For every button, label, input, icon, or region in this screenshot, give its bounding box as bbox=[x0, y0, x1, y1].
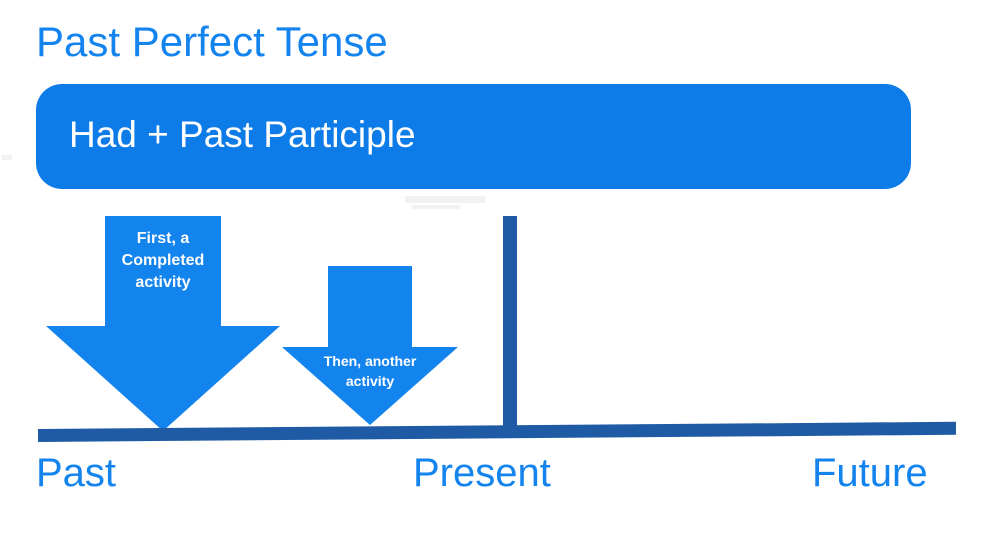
scan-artefact bbox=[412, 205, 460, 209]
timeline-label-present: Present bbox=[413, 451, 551, 495]
page-title: Past Perfect Tense bbox=[36, 18, 388, 65]
arrow-then-another-activity bbox=[282, 266, 458, 425]
present-marker-tick bbox=[503, 216, 517, 432]
formula-text: Had + Past Participle bbox=[69, 114, 416, 155]
scan-artefact bbox=[2, 155, 12, 160]
timeline-label-past: Past bbox=[36, 451, 117, 495]
formula-banner: Had + Past Participle bbox=[36, 84, 911, 189]
scan-artefact bbox=[405, 196, 485, 203]
arrow-first-completed-activity bbox=[46, 216, 280, 431]
timeline-label-future: Future bbox=[812, 451, 928, 495]
